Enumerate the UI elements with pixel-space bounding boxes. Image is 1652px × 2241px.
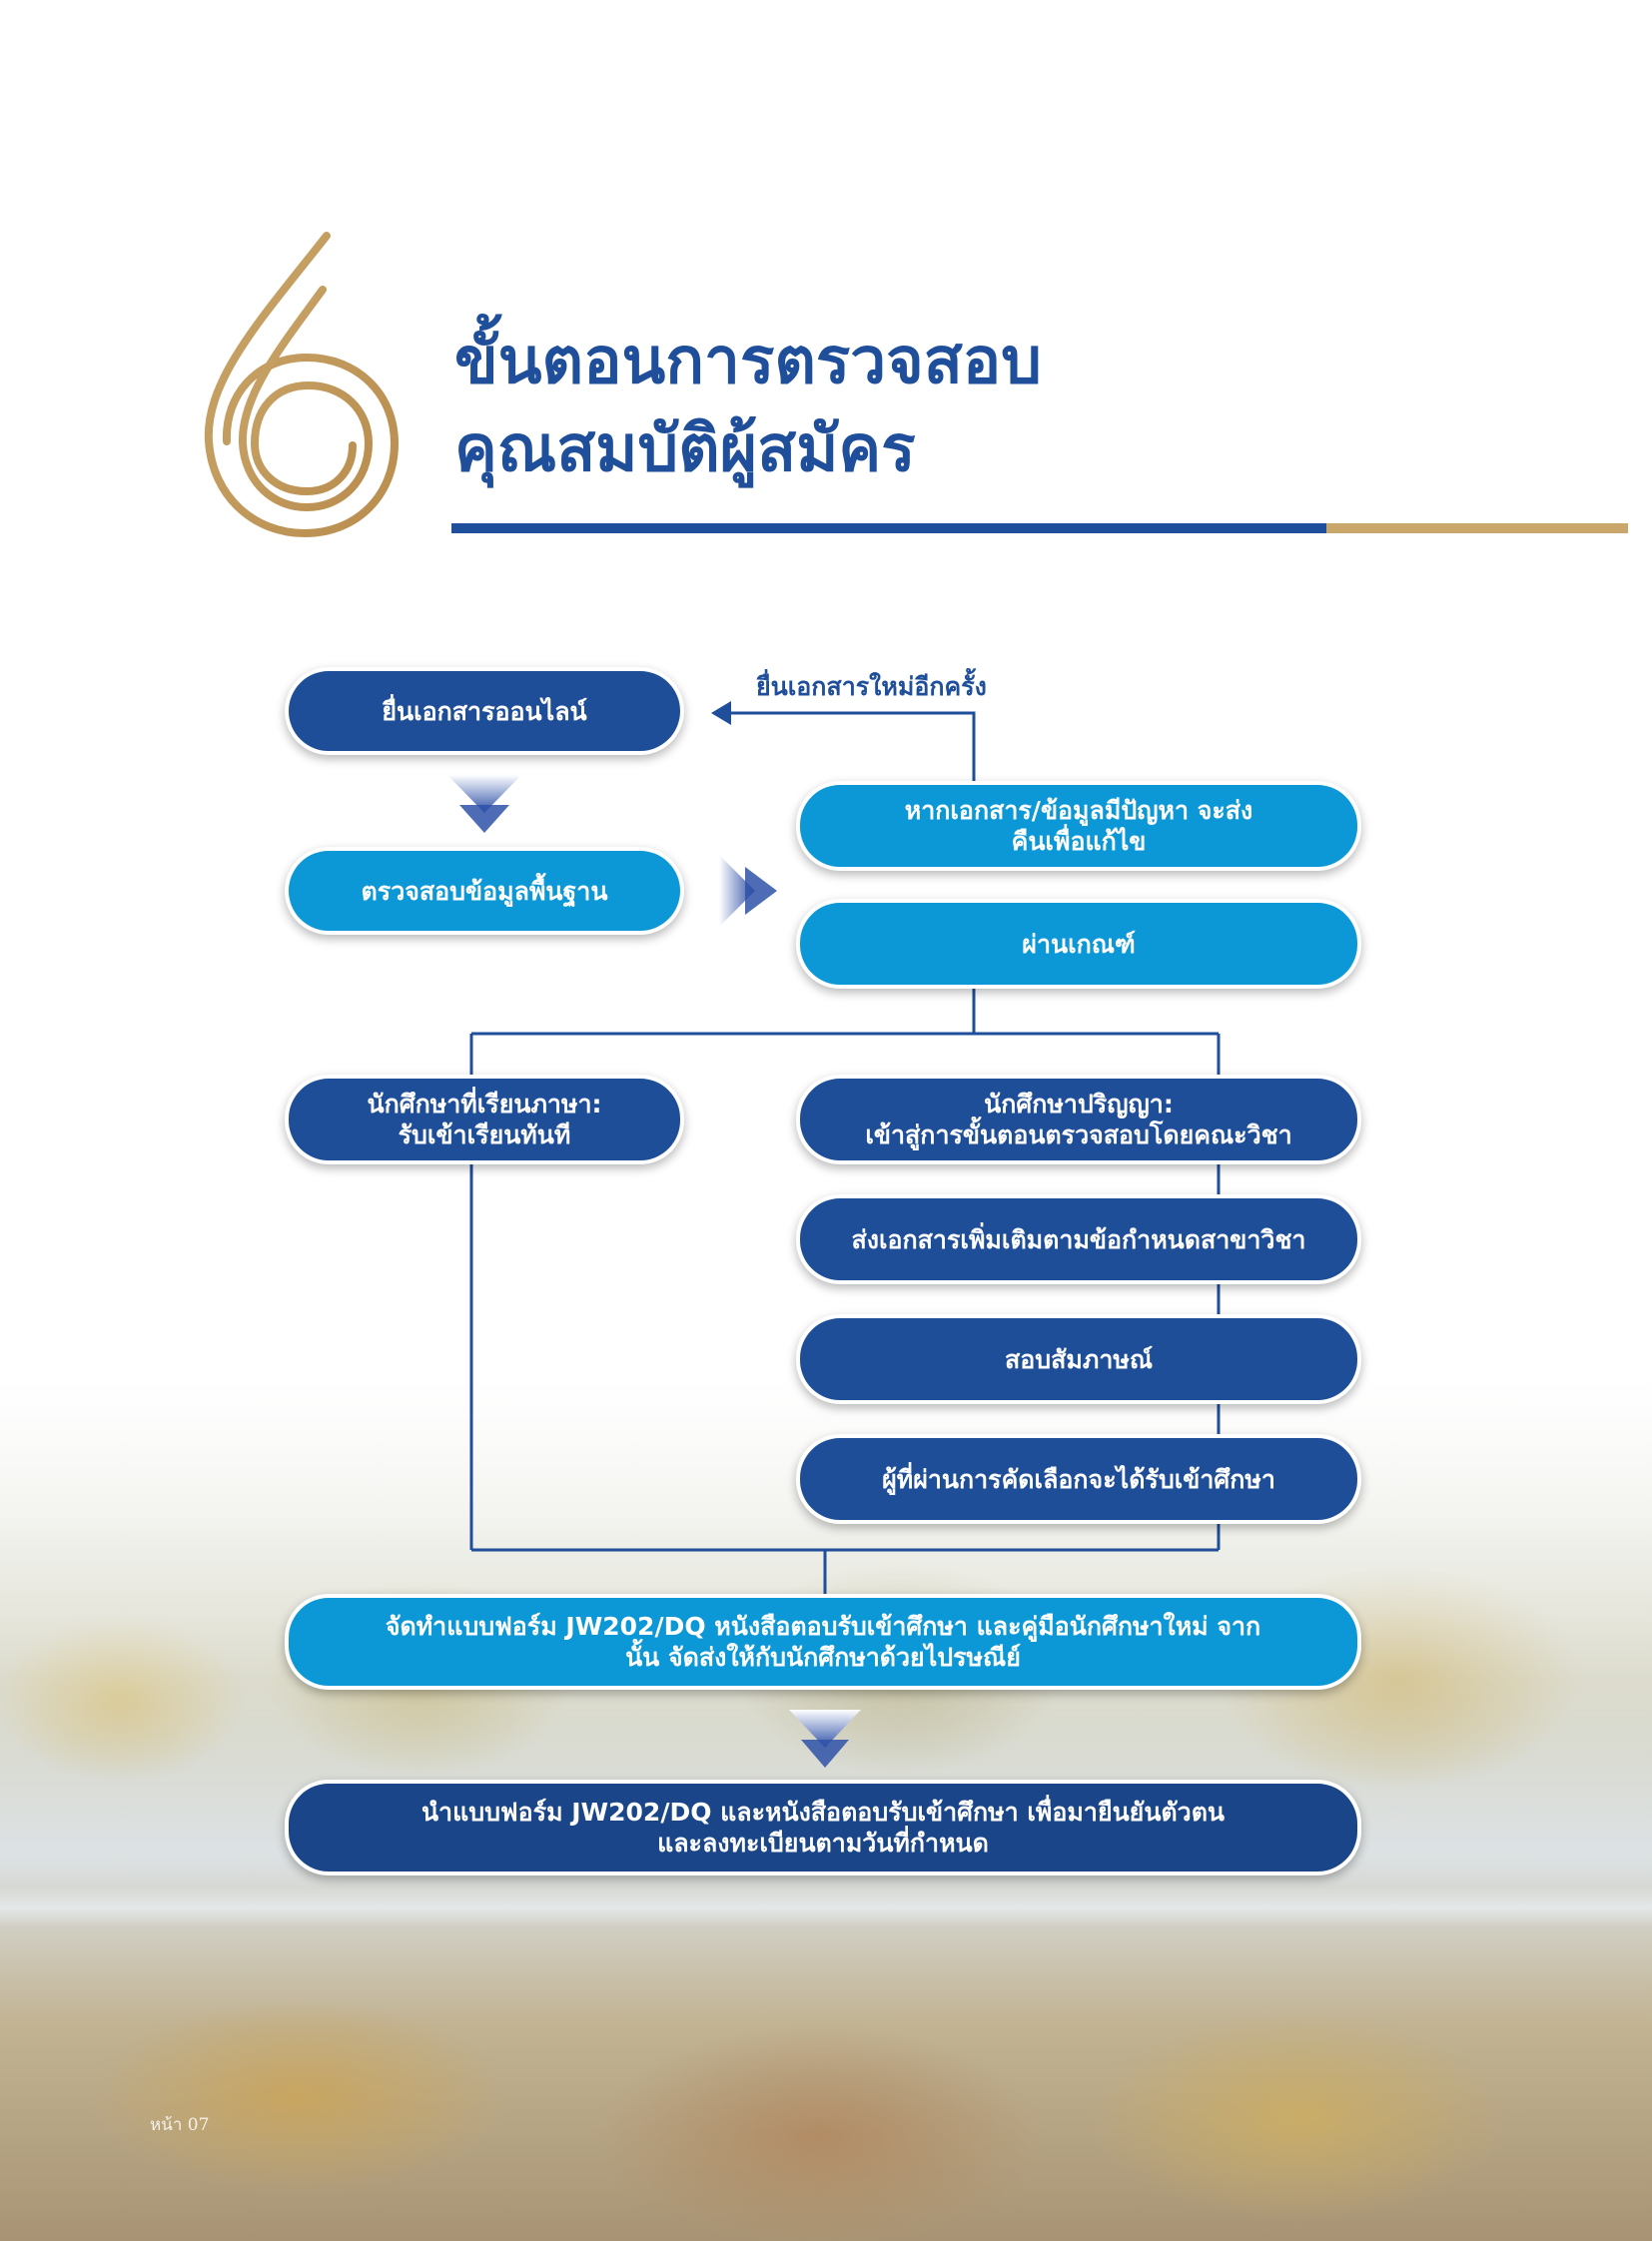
chevron-right-icon xyxy=(719,855,777,927)
node-prepare-forms-line-2: นั้น จัดส่งให้กับนักศึกษาด้วยไปรษณีย์ xyxy=(625,1643,1021,1672)
connector-lines xyxy=(469,711,1221,1596)
node-prepare-forms-line-1: จัดทำแบบฟอร์ม JW202/DQ หนังสือตอบรับเข้า… xyxy=(385,1612,1261,1641)
title-underline-gold xyxy=(1326,523,1628,533)
section-number-six-graphic xyxy=(204,232,400,538)
node-bring-forms-line-2: และลงทะเบียนตามวันที่กำหนด xyxy=(657,1829,989,1858)
node-selected-admitted-label: ผู้ที่ผ่านการคัดเลือกจะได้รับเข้าศึกษา xyxy=(882,1464,1275,1494)
title-underline-blue xyxy=(451,523,1326,533)
node-language-students-line-1: นักศึกษาที่เรียนภาษา: xyxy=(367,1090,602,1119)
node-degree-students: นักศึกษาปริญญา: เข้าสู่การขั้นตอนตรวจสอบ… xyxy=(796,1075,1361,1164)
node-submit-online: ยื่นเอกสารออนไลน์ xyxy=(285,667,684,755)
node-language-students: นักศึกษาที่เรียนภาษา: รับเข้าเรียนทันที xyxy=(285,1075,684,1164)
node-degree-students-line-1: นักศึกษาปริญญา: xyxy=(984,1090,1174,1119)
connector-resubmit-loop xyxy=(729,711,976,791)
node-pass-criteria-label: ผ่านเกณฑ์ xyxy=(1022,929,1136,959)
node-basic-check: ตรวจสอบข้อมูลพื้นฐาน xyxy=(285,847,684,935)
node-selected-admitted: ผู้ที่ผ่านการคัดเลือกจะได้รับเข้าศึกษา xyxy=(796,1434,1361,1524)
node-submit-online-label: ยื่นเอกสารออนไลน์ xyxy=(382,696,587,726)
node-document-problem-line-2: คืนเพื่อแก้ไข xyxy=(1011,827,1147,856)
arrowhead-resubmit xyxy=(711,701,731,725)
page-title-line-2: คุณสมบัติผู้สมัคร xyxy=(454,412,916,486)
chevron-down-icon-2 xyxy=(789,1710,861,1768)
node-additional-documents-label: ส่งเอกสารเพิ่มเติมตามข้อกำหนดสาขาวิชา xyxy=(851,1224,1306,1254)
chevron-down-icon-1 xyxy=(447,775,521,833)
node-pass-criteria: ผ่านเกณฑ์ xyxy=(796,899,1361,989)
node-bring-forms-line-1: นำแบบฟอร์ม JW202/DQ และหนังสือตอบรับเข้า… xyxy=(420,1798,1226,1827)
node-degree-students-line-2: เข้าสู่การขั้นตอนตรวจสอบโดยคณะวิชา xyxy=(865,1120,1292,1149)
node-prepare-forms: จัดทำแบบฟอร์ม JW202/DQ หนังสือตอบรับเข้า… xyxy=(285,1594,1361,1690)
page-title: ขั้นตอนการตรวจสอบ คุณสมบัติผู้สมัคร xyxy=(454,318,1042,493)
page-number: หน้า 07 xyxy=(150,2115,210,2135)
node-basic-check-label: ตรวจสอบข้อมูลพื้นฐาน xyxy=(361,876,608,906)
node-document-problem-line-1: หากเอกสาร/ข้อมูลมีปัญหา จะส่ง xyxy=(904,796,1253,825)
node-additional-documents: ส่งเอกสารเพิ่มเติมตามข้อกำหนดสาขาวิชา xyxy=(796,1194,1361,1284)
node-interview: สอบสัมภาษณ์ xyxy=(796,1314,1361,1404)
resubmit-label: ยื่นเอกสารใหม่อีกครั้ง xyxy=(756,672,987,701)
node-language-students-line-2: รับเข้าเรียนทันที xyxy=(398,1120,571,1149)
lake-reflection xyxy=(0,1887,1652,1927)
node-interview-label: สอบสัมภาษณ์ xyxy=(1004,1344,1154,1374)
node-bring-forms: นำแบบฟอร์ม JW202/DQ และหนังสือตอบรับเข้า… xyxy=(285,1780,1361,1875)
node-document-problem: หากเอกสาร/ข้อมูลมีปัญหา จะส่ง คืนเพื่อแก… xyxy=(796,781,1361,871)
page-title-line-1: ขั้นตอนการตรวจสอบ xyxy=(454,325,1042,398)
